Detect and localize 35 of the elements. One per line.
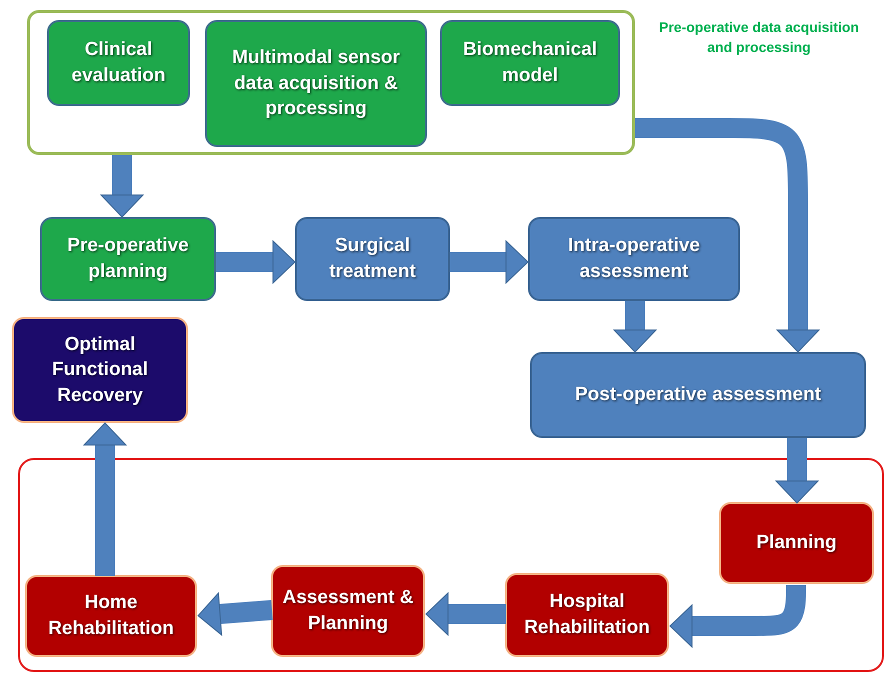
process-box bbox=[40, 217, 216, 301]
box-label: Pre-operative planning bbox=[66, 234, 190, 284]
block-arrow bbox=[450, 240, 528, 284]
block-arrow bbox=[614, 301, 656, 352]
process-box bbox=[25, 575, 197, 657]
box-label: Multimodal sensor data acquisition & processing bbox=[231, 46, 401, 122]
process-box bbox=[719, 502, 874, 584]
box-label: Post-operative assessment bbox=[574, 383, 822, 408]
block-arrow bbox=[216, 240, 296, 284]
block-arrow bbox=[84, 422, 126, 576]
process-box bbox=[440, 20, 620, 106]
box-label: Intra-operative assessment bbox=[567, 234, 701, 284]
outcome-box bbox=[12, 317, 188, 423]
box-label: Home Rehabilitation bbox=[47, 591, 175, 641]
box-label: Assessment & Planning bbox=[282, 586, 414, 636]
process-box bbox=[271, 565, 425, 657]
block-arrow bbox=[635, 118, 820, 352]
process-box bbox=[530, 352, 866, 438]
box-label: Hospital Rehabilitation bbox=[523, 590, 651, 640]
block-arrow bbox=[426, 592, 506, 636]
box-label: Biomechanical model bbox=[462, 38, 598, 88]
block-arrow bbox=[198, 592, 273, 636]
process-box bbox=[47, 20, 190, 106]
process-box bbox=[205, 20, 427, 147]
group-frame bbox=[18, 458, 884, 672]
box-label: Optimal Functional Recovery bbox=[50, 332, 150, 408]
block-arrow bbox=[100, 155, 144, 218]
process-box bbox=[528, 217, 740, 301]
box-label: Clinical evaluation bbox=[70, 38, 166, 88]
box-label: Surgical treatment bbox=[328, 234, 417, 284]
block-arrow bbox=[776, 438, 818, 504]
box-label: Planning bbox=[755, 531, 838, 556]
process-box bbox=[505, 573, 669, 657]
group-heading: Pre-operative data acquisition and processing bbox=[658, 18, 860, 57]
process-box bbox=[295, 217, 450, 301]
